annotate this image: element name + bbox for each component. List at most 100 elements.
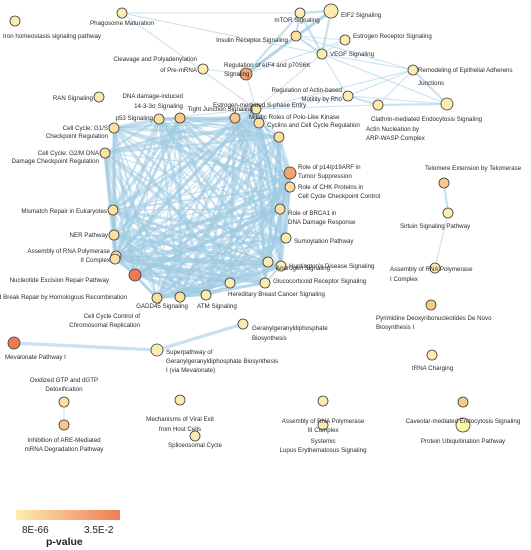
node-label-mtor: mTOR Signaling: [274, 17, 320, 24]
node-label-atm: ATM Signaling: [197, 303, 237, 310]
edge-remod-insulin: [295, 35, 414, 71]
node-p53[interactable]: [153, 113, 165, 125]
node-label-cyclins: Cyclins and Cell Cycle Regulation: [267, 122, 360, 129]
legend-title: p-value: [46, 536, 83, 548]
node-tight[interactable]: [250, 103, 262, 115]
node-ner[interactable]: [108, 229, 120, 241]
node-label-huntington: Huntington's Disease Signaling: [289, 263, 375, 270]
node-phago[interactable]: [116, 7, 128, 19]
node-superpath[interactable]: [150, 343, 164, 357]
node-inhib[interactable]: [58, 419, 70, 431]
node-label-vegf: VEGF Signaling: [330, 51, 375, 58]
node-telo[interactable]: [438, 177, 450, 189]
node-estrrec[interactable]: [339, 34, 351, 46]
node-chromrep[interactable]: [151, 292, 163, 304]
node-label-tight: Tight Junction Signaling: [188, 106, 254, 113]
edge-brca1-gadd45: [179, 208, 281, 298]
node-label-sirtuin: Sirtuin Signaling Pathway: [400, 223, 471, 230]
node-label-meva: Mevalonate Pathway I: [5, 354, 66, 361]
node-viral[interactable]: [174, 394, 186, 406]
node-label-dsb: DNA Double-Strand Break Repair by Homolo…: [0, 294, 128, 301]
node-gluco[interactable]: [259, 277, 271, 289]
node-atm[interactable]: [200, 289, 212, 301]
node-iron[interactable]: [9, 15, 21, 27]
node-rnapol3[interactable]: [317, 395, 329, 407]
node-label-brcancer: Hereditary Breast Cancer Signaling: [228, 291, 326, 298]
node-gadd45[interactable]: [174, 291, 186, 303]
node-insulin[interactable]: [290, 30, 302, 42]
legend: 8E-66 3.5E-2 p-value: [16, 510, 120, 548]
node-label-sumo: Sumoylation Pathway: [294, 238, 354, 245]
node-androgen[interactable]: [262, 256, 274, 268]
node-dnadmg[interactable]: [174, 112, 186, 124]
node-eif4[interactable]: [239, 67, 253, 81]
node-splice[interactable]: [189, 430, 201, 442]
node-mismatch[interactable]: [107, 204, 119, 216]
edge-estrmed-g1s: [113, 116, 236, 130]
node-label-gluco: Glucocorticoid Receptor Signaling: [273, 278, 367, 285]
node-label-telo: Telomere Extension by Telomerase: [425, 165, 522, 172]
node-caveolar[interactable]: [457, 396, 469, 408]
node-chk[interactable]: [284, 181, 296, 193]
node-actinmot[interactable]: [342, 90, 354, 102]
node-eif2[interactable]: [323, 3, 339, 19]
node-label-androgen: Androgen Signaling: [276, 265, 331, 272]
edge-g2m-p14: [104, 152, 291, 174]
edge-mismatch-sumo: [112, 208, 287, 240]
node-arpwasp[interactable]: [372, 99, 384, 111]
node-pyrim[interactable]: [425, 299, 437, 311]
node-vegf[interactable]: [316, 48, 328, 60]
node-mtor[interactable]: [294, 7, 306, 19]
edge-plk-g1s: [113, 122, 260, 129]
edge-vegf-actinmot: [321, 53, 349, 97]
node-estrmed[interactable]: [229, 112, 241, 124]
edge-actinmot-clathrin: [347, 95, 448, 105]
edge-dsb-brcancer: [134, 274, 231, 284]
node-brca1[interactable]: [274, 203, 286, 215]
edge-tight-actinmot: [255, 95, 349, 110]
node-cyclins[interactable]: [273, 131, 285, 143]
edge-phago-tight: [121, 12, 257, 110]
node-ubiq[interactable]: [455, 417, 471, 433]
node-rnapol1[interactable]: [429, 262, 441, 274]
edge-sumo-nucexc: [114, 236, 287, 261]
edge-chk-ner: [113, 186, 291, 236]
node-trna[interactable]: [426, 349, 438, 361]
node-brcancer[interactable]: [224, 277, 236, 289]
node-lupus[interactable]: [317, 419, 329, 431]
node-ran[interactable]: [93, 91, 105, 103]
node-oxidized[interactable]: [58, 396, 70, 408]
node-clathrin[interactable]: [440, 97, 454, 111]
node-huntington[interactable]: [275, 260, 287, 272]
node-remod[interactable]: [407, 64, 419, 76]
legend-max-label: 3.5E-2: [84, 525, 114, 536]
node-label-eif2: EIF2 Signaling: [341, 12, 382, 19]
node-sirtuin[interactable]: [442, 207, 454, 219]
node-ggpp[interactable]: [237, 318, 249, 330]
node-label-p53: p53 Signaling: [116, 115, 154, 122]
node-nucexc[interactable]: [109, 253, 121, 265]
node-plk[interactable]: [253, 117, 265, 129]
node-dsb[interactable]: [128, 268, 142, 282]
node-sumo[interactable]: [280, 232, 292, 244]
edge-mismatch-brca1: [112, 208, 281, 211]
node-p14[interactable]: [283, 166, 297, 180]
edge-vegf-tight: [255, 53, 323, 110]
node-g1s[interactable]: [108, 122, 120, 134]
node-g2m[interactable]: [99, 147, 111, 159]
node-label-caveolar: Caveolar-mediated Endocytosis Signaling: [406, 418, 521, 425]
node-label-estrrec: Estrogen Receptor Signaling: [353, 33, 432, 40]
node-cleav[interactable]: [197, 63, 209, 75]
edge-tight-arpwasp: [255, 104, 379, 110]
node-meva[interactable]: [7, 336, 21, 350]
